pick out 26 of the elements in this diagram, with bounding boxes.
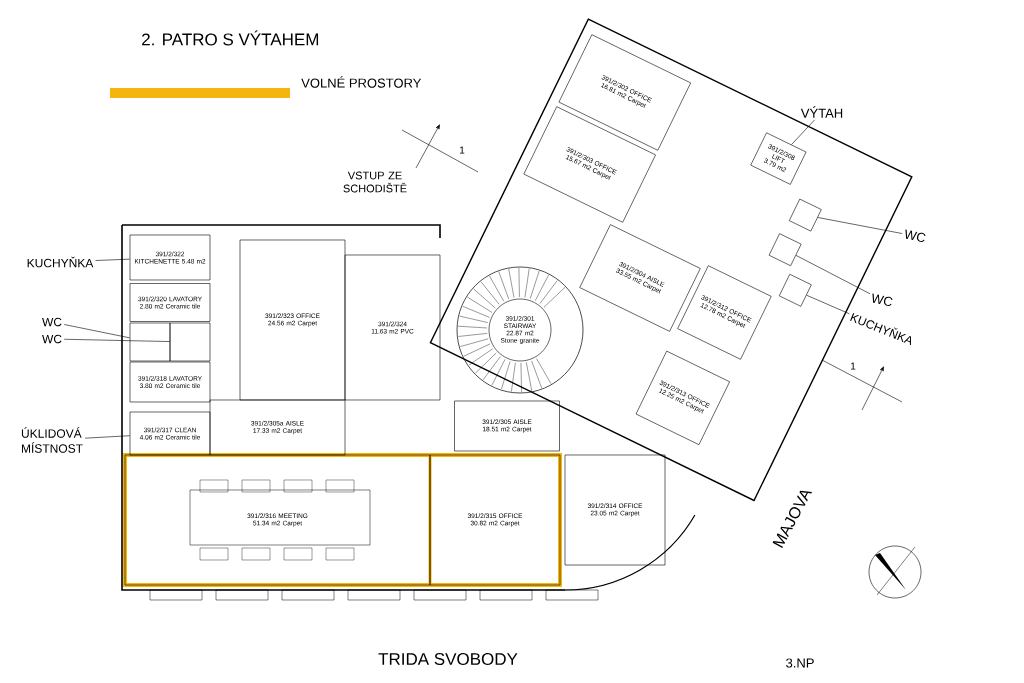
- street-name: TRIDA SVOBODY: [378, 653, 518, 665]
- handwritten-label: WC: [42, 317, 62, 327]
- room-box: [778, 273, 812, 307]
- handwritten-label: WC: [872, 293, 893, 306]
- handwritten-label: VÝTAH: [800, 106, 843, 118]
- legend-label: VOLNÉ PROSTORY: [301, 76, 422, 88]
- room-box: [788, 198, 822, 232]
- handwritten-label: VSTUP ZE SCHODIŠTĚ: [343, 171, 407, 193]
- handwritten-label: ÚKLIDOVÁ MÍSTNOST: [21, 427, 83, 453]
- floor-label: 3.NP: [786, 658, 814, 668]
- handwritten-label: WC: [905, 229, 926, 242]
- leader-line: [84, 435, 130, 439]
- handwritten-label: WC: [42, 334, 62, 344]
- room-box: [129, 322, 171, 362]
- leader-line: [795, 255, 871, 295]
- leader-line: [95, 258, 130, 261]
- section-number: 1: [851, 362, 856, 370]
- title: 2. PATRO S VÝTAHEM: [142, 30, 319, 46]
- leader-line: [63, 324, 130, 339]
- section-number: 1: [460, 146, 465, 154]
- leader-line: [817, 217, 903, 234]
- leader-line: [791, 119, 815, 145]
- handwritten-label: KUCHYŇKA: [27, 256, 94, 268]
- room-box: [768, 233, 802, 267]
- room-box: [169, 322, 211, 362]
- leader-line: [63, 338, 170, 342]
